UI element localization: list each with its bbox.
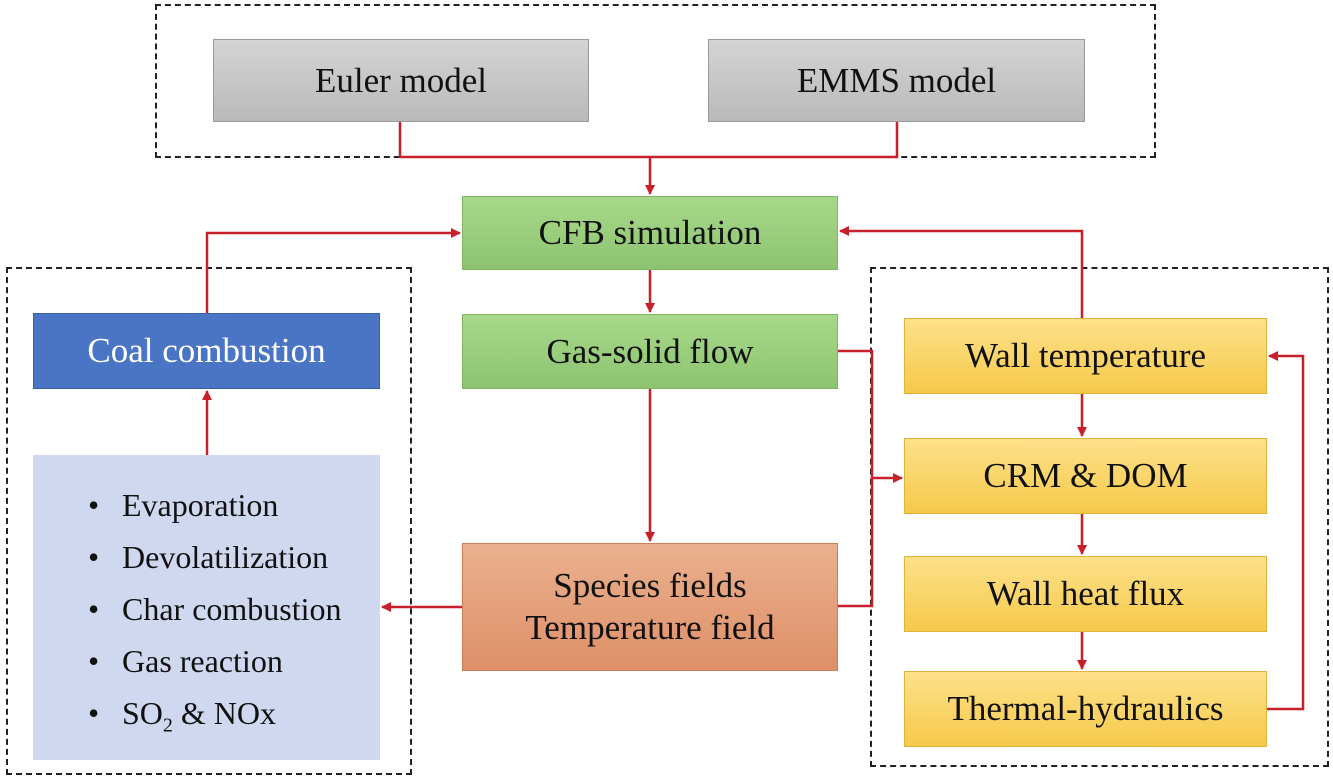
gas-solid-flow-box: Gas-solid flow	[462, 314, 838, 389]
combustion-process-list: Evaporation Devolatilization Char combus…	[88, 479, 342, 739]
wall-heat-flux-box: Wall heat flux	[904, 556, 1267, 632]
list-item-gas-reaction: Gas reaction	[88, 635, 342, 687]
emms-model-label: EMMS model	[796, 60, 997, 100]
list-item-evaporation: Evaporation	[88, 479, 342, 531]
combustion-group-frame	[6, 267, 412, 775]
cfb-simulation-box: CFB simulation	[462, 196, 838, 270]
crm-dom-box: CRM & DOM	[904, 438, 1267, 514]
cfb-simulation-label: CFB simulation	[538, 213, 762, 252]
list-item-so2-nox: SO2 & NOx	[88, 687, 342, 739]
crm-dom-label: CRM & DOM	[983, 456, 1188, 495]
species-fields-label: Species fields	[553, 566, 747, 605]
wall-temperature-box: Wall temperature	[904, 318, 1267, 394]
thermal-hydraulics-label: Thermal-hydraulics	[947, 689, 1224, 728]
coal-to-cfb-arrow	[205, 228, 461, 313]
list-item-char-combustion: Char combustion	[88, 583, 342, 635]
wall-temp-to-cfb-arrow	[839, 226, 1084, 318]
euler-model-box: Euler model	[213, 39, 589, 122]
list-item-devolatilization: Devolatilization	[88, 531, 342, 583]
gas-solid-flow-label: Gas-solid flow	[546, 331, 754, 371]
wall-heat-flux-label: Wall heat flux	[986, 574, 1185, 613]
euler-emms-merge-connector	[398, 122, 899, 159]
emms-model-box: EMMS model	[708, 39, 1085, 122]
coal-combustion-box: Coal combustion	[33, 313, 380, 389]
species-temperature-box: Species fields Temperature field	[462, 543, 838, 671]
coal-combustion-label: Coal combustion	[87, 331, 326, 370]
temperature-field-label: Temperature field	[525, 608, 775, 647]
thermal-to-wall-temp-arrow	[1267, 351, 1305, 711]
thermal-hydraulics-box: Thermal-hydraulics	[904, 671, 1267, 747]
gas-solid-to-crm-connector	[838, 349, 874, 608]
combustion-processes-panel: Evaporation Devolatilization Char combus…	[33, 455, 380, 760]
wall-temperature-label: Wall temperature	[964, 336, 1207, 375]
euler-model-label: Euler model	[314, 60, 488, 100]
